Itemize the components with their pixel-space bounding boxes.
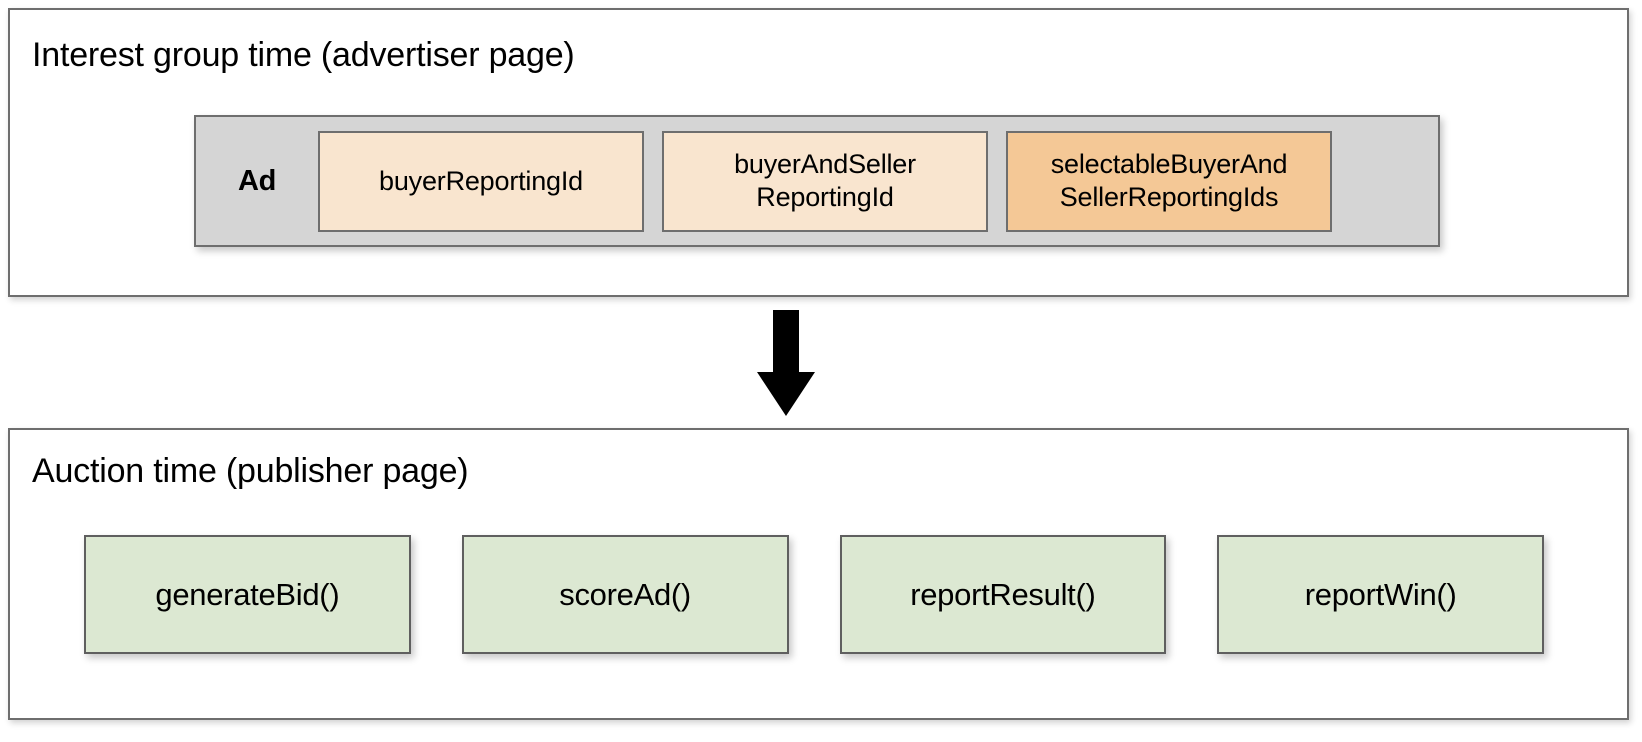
function-box-label: scoreAd() (559, 576, 691, 612)
function-box-generate-bid: generateBid() (84, 535, 411, 654)
function-box-score-ad: scoreAd() (461, 535, 789, 654)
reporting-field-label-line1: selectableBuyerAnd (1050, 149, 1288, 179)
advertiser-section-panel: Interest group time (advertiser page) Ad… (8, 8, 1629, 297)
function-box-label: generateBid() (155, 576, 340, 612)
ad-object-label: Ad (237, 164, 277, 197)
advertiser-section-title: Interest group time (advertiser page) (32, 36, 575, 74)
reporting-field-label: buyerAndSeller ReportingId (734, 148, 916, 214)
reporting-field-label: buyerReportingId (379, 165, 583, 196)
reporting-id-field-list: buyerReportingId buyerAndSeller Reportin… (318, 130, 1332, 232)
function-box-report-win: reportWin() (1217, 535, 1544, 654)
publisher-section-panel: Auction time (publisher page) generateBi… (8, 428, 1629, 720)
reporting-field-buyer-and-seller-reporting-id: buyerAndSeller ReportingId (662, 130, 988, 232)
reporting-field-label-line2: SellerReportingIds (1059, 182, 1279, 212)
reporting-field-label-line1: buyerAndSeller (734, 149, 916, 179)
reporting-field-buyer-reporting-id: buyerReportingId (318, 130, 644, 232)
function-box-label: reportWin() (1304, 576, 1457, 612)
reporting-field-selectable-buyer-and-seller-reporting-ids: selectableBuyerAnd SellerReportingIds (1006, 130, 1332, 232)
arrow-down-icon (757, 310, 815, 416)
publisher-section-title: Auction time (publisher page) (32, 452, 469, 490)
reporting-field-label-line2: ReportingId (756, 182, 894, 212)
reporting-field-label: selectableBuyerAnd SellerReportingIds (1051, 148, 1288, 214)
auction-function-list: generateBid() scoreAd() reportResult() r… (84, 535, 1544, 655)
function-box-label: reportResult() (910, 576, 1096, 612)
function-box-report-result: reportResult() (839, 535, 1167, 654)
ad-object-container: Ad buyerReportingId buyerAndSeller Repor… (194, 115, 1440, 247)
